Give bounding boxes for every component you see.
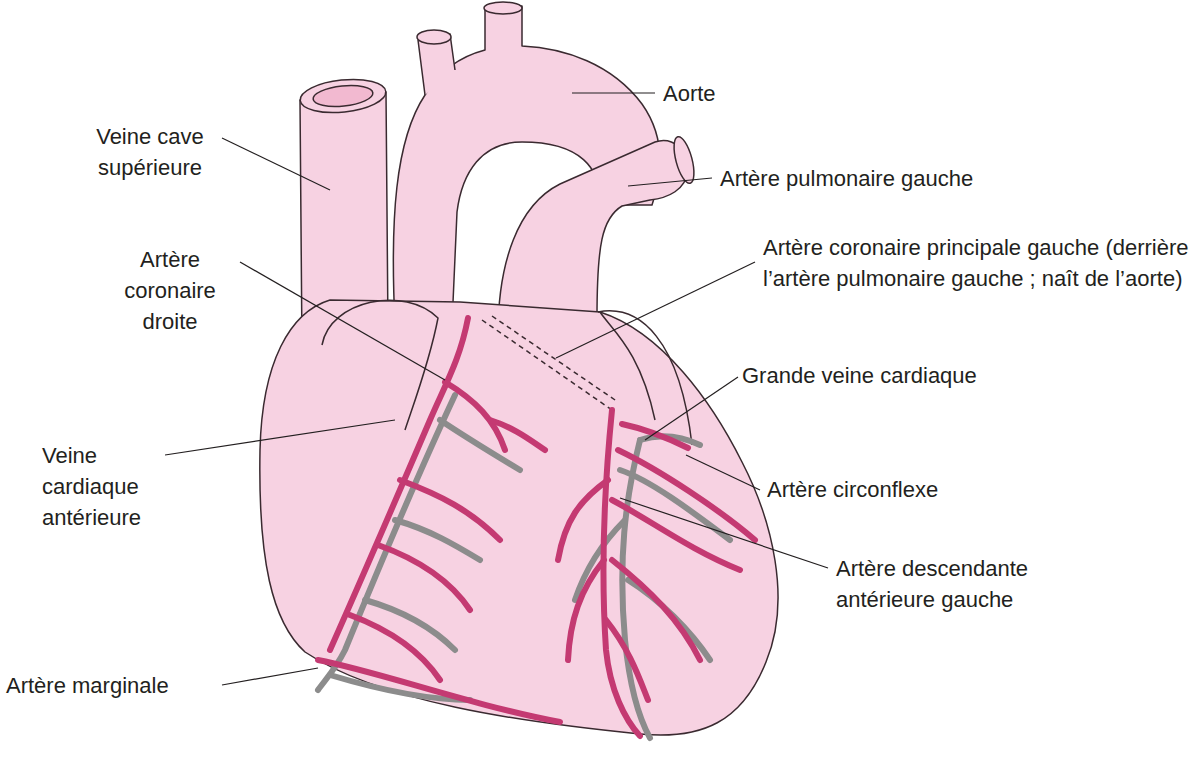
- part-label: Veine cave supérieure: [60, 121, 240, 183]
- part-label: Artère coronaire droite: [100, 244, 240, 337]
- part-label: Artère descendante antérieure gauche: [836, 553, 1066, 615]
- part-label: Aorte: [663, 78, 716, 109]
- part-label: Artère coronaire principale gauche (derr…: [763, 232, 1195, 294]
- part-label: Artère pulmonaire gauche: [720, 163, 973, 194]
- part-label: Artère circonflexe: [767, 474, 938, 505]
- part-label: Veine cardiaque antérieure: [42, 440, 182, 533]
- part-label: Grande veine cardiaque: [742, 360, 977, 391]
- part-label: Artère marginale: [6, 670, 169, 701]
